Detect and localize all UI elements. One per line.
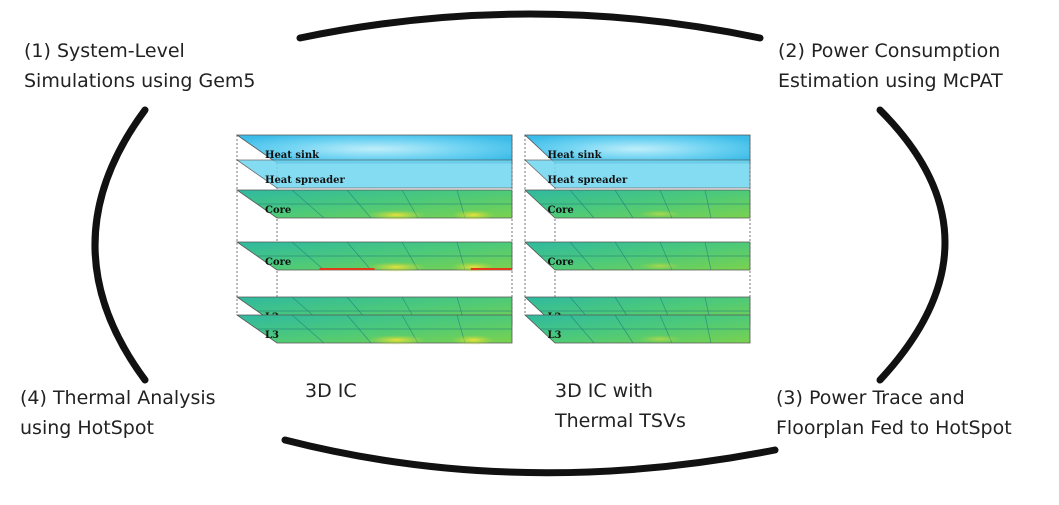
layer-sink-0: Heat sink: [235, 134, 513, 164]
layer-die-2: Core: [523, 189, 751, 219]
layer-label: Heat sink: [548, 150, 603, 161]
layer-die-2: Core: [235, 189, 513, 220]
layer-label: Core: [548, 257, 574, 268]
ring-arc-bottom: [281, 436, 779, 477]
step-1-label: (1) System-Level Simulations using Gem5: [24, 40, 256, 92]
layer-die-5: L3: [523, 314, 751, 344]
layer-label: Core: [265, 257, 291, 268]
layer-label: Heat sink: [265, 150, 320, 161]
layer-label: Core: [265, 205, 291, 216]
layer-sink-0: Heat sink: [523, 134, 751, 164]
layer-label: Heat spreader: [548, 175, 628, 186]
step-4-label: (4) Thermal Analysis using HotSpot: [20, 387, 216, 439]
step-3-label: (3) Power Trace and Floorplan Fed to Hot…: [776, 387, 1012, 439]
ring-arc-top: [296, 10, 764, 42]
layer-label: L3: [265, 330, 279, 341]
layer-spreader-1: Heat spreader: [235, 159, 513, 189]
layer-die-3: Core: [523, 241, 751, 271]
layer-label: Core: [548, 205, 574, 216]
caption-3d-ic-tsv: 3D IC with Thermal TSVs: [555, 380, 686, 432]
layer-die-5: L3: [235, 314, 513, 345]
ring-arc-left: [91, 106, 149, 384]
layer-spreader-1: Heat spreader: [523, 159, 751, 189]
ring-arc-right: [876, 106, 949, 384]
caption-3d-ic: 3D IC: [305, 380, 357, 402]
cycle-ring: [91, 10, 949, 477]
step-2-label: (2) Power Consumption Estimation using M…: [778, 40, 1003, 92]
layer-label: Heat spreader: [265, 175, 345, 186]
layer-die-3: Core: [235, 241, 513, 272]
layer-label: L3: [548, 330, 562, 341]
